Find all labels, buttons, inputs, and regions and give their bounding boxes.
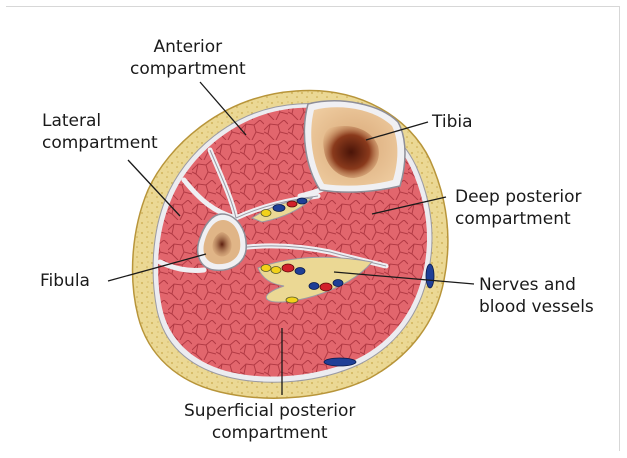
label-fibula: Fibula	[40, 270, 90, 292]
label-nerves-and-blood-vessels: Nerves and blood vessels	[479, 274, 594, 318]
superficial-vein	[324, 358, 356, 366]
label-anterior-compartment: Anterior compartment	[130, 36, 246, 80]
label-tibia: Tibia	[432, 111, 473, 133]
label-superficial-posterior-compartment: Superficial posterior compartment	[184, 400, 355, 444]
tibia-bone	[304, 101, 405, 192]
label-lateral-compartment: Lateral compartment	[42, 110, 158, 154]
label-deep-posterior-compartment: Deep posterior compartment	[455, 186, 581, 230]
superficial-vein	[426, 264, 434, 288]
